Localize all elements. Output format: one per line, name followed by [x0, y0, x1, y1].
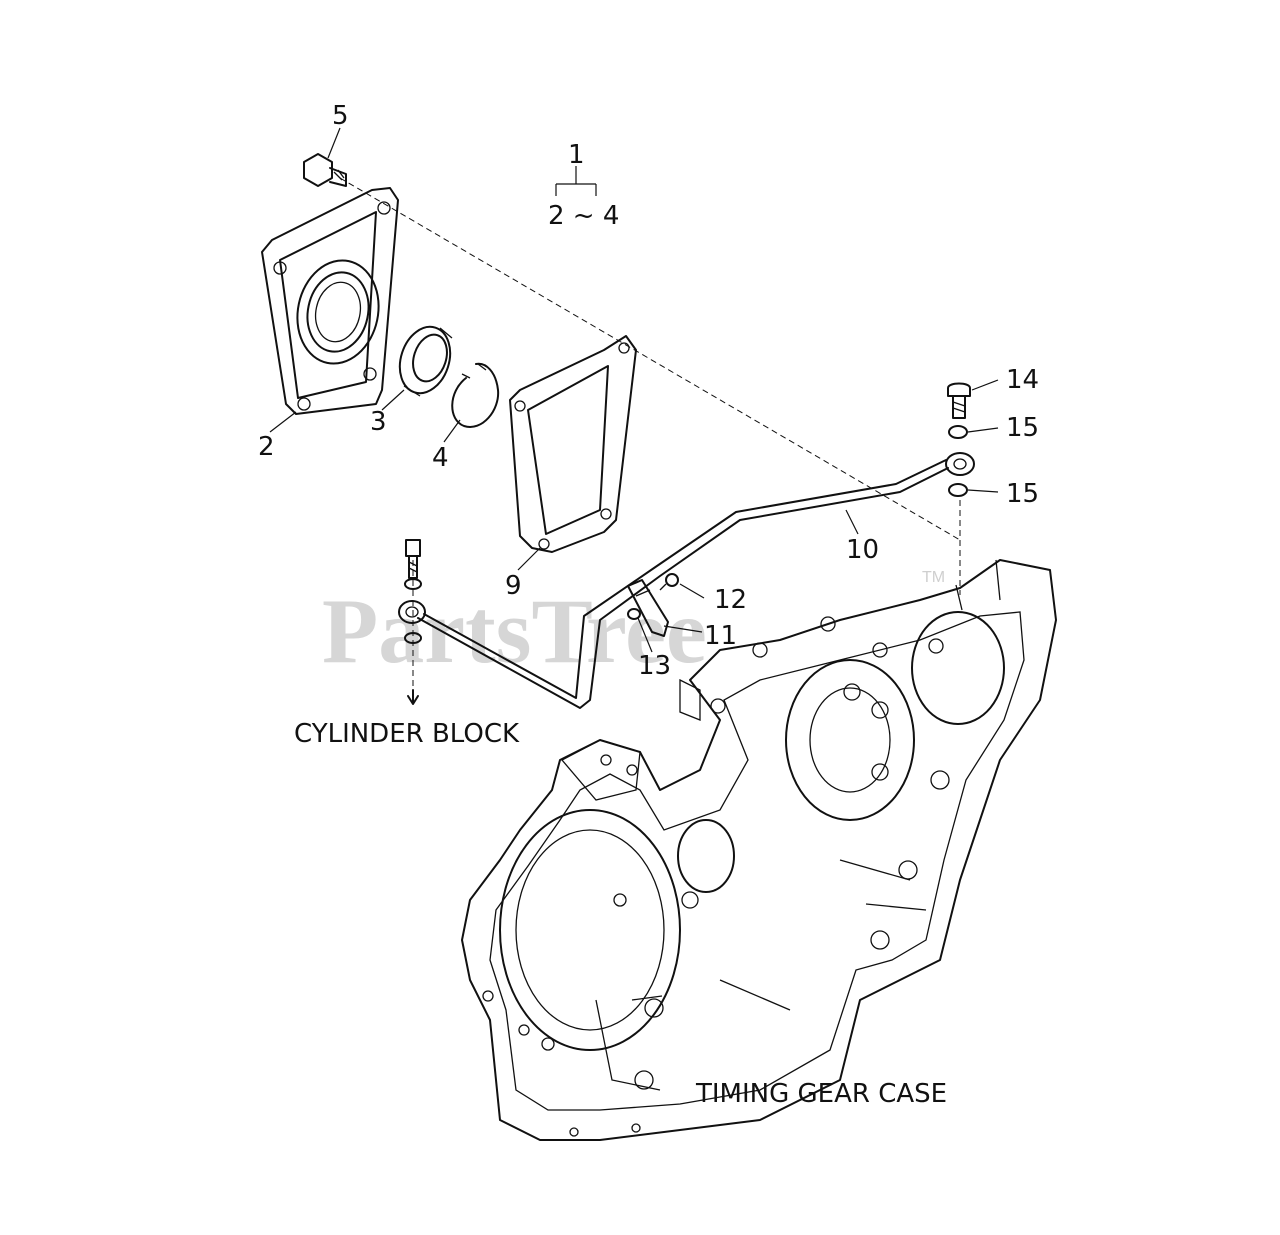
callout-15-upper: 15 [1006, 413, 1039, 443]
oil-seal-part-3 [398, 325, 453, 397]
nut-part-13 [627, 608, 641, 620]
washer-part-15-lower [948, 483, 968, 497]
callout-1: 1 [568, 140, 585, 170]
leader-5 [327, 127, 341, 159]
callout-2: 2 [258, 432, 275, 462]
callout-4: 4 [432, 443, 449, 473]
bolt-part-5 [303, 153, 347, 187]
leader-2 [269, 411, 297, 433]
cover-plate-part-2 [261, 187, 399, 415]
leader-3 [381, 389, 405, 411]
callout-5: 5 [332, 101, 349, 131]
leader-14 [971, 379, 999, 391]
callout-3: 3 [370, 407, 387, 437]
callout-2-to-4: 2 ~ 4 [548, 201, 619, 231]
oil-pipe-part-10 [398, 452, 975, 709]
left-banjo-bolt [404, 539, 422, 705]
leader-12 [679, 583, 705, 599]
washer-part-15-upper [948, 425, 968, 439]
snap-ring-part-4 [451, 362, 500, 428]
label-timing-gear-case: TIMING GEAR CASE [695, 1079, 947, 1109]
bolt-part-12 [659, 573, 679, 591]
callout-10: 10 [846, 535, 879, 565]
leader-13 [637, 617, 653, 653]
leader-15b [967, 489, 999, 493]
leader-10 [845, 509, 859, 535]
banjo-bolt-part-14 [947, 382, 971, 419]
leader-15a [967, 427, 999, 433]
callout-14: 14 [1006, 365, 1039, 395]
gasket-part-9 [509, 335, 637, 553]
leader-9 [517, 547, 541, 571]
watermark-tm: TM [922, 569, 945, 586]
callout-11: 11 [704, 621, 737, 651]
callout-9: 9 [505, 571, 522, 601]
leader-4 [443, 419, 461, 443]
clamp-part-11 [627, 579, 669, 637]
leader-11 [663, 625, 703, 633]
label-cylinder-block: CYLINDER BLOCK [294, 719, 520, 749]
callout-15-lower: 15 [1006, 479, 1039, 509]
callout-13: 13 [638, 651, 671, 681]
timing-gear-case [461, 559, 1057, 1141]
alignment-line-top [339, 177, 961, 541]
callout-12: 12 [714, 585, 747, 615]
